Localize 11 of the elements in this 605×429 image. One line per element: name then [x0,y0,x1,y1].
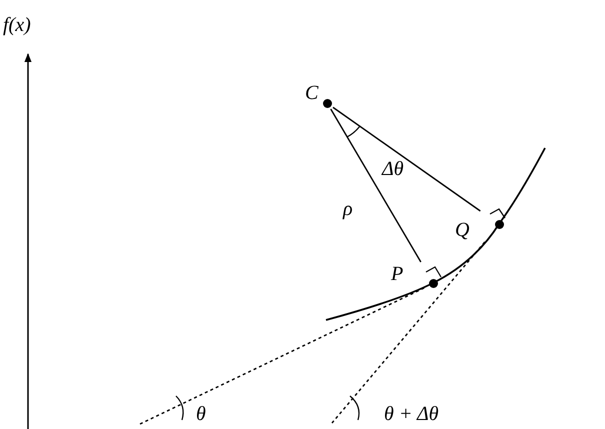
tangent-line [140,287,424,425]
radius-line [332,106,481,212]
angle-label: θ + Δθ [384,403,439,425]
angle-label: θ [196,403,206,425]
point-label: P [391,263,404,285]
point-label: Q [455,219,470,241]
radius-line [330,108,422,262]
point-label: C [305,82,318,104]
angle-label: Δθ [382,158,404,180]
tangent-line [331,242,486,424]
axis-label: f(x) [3,14,31,36]
